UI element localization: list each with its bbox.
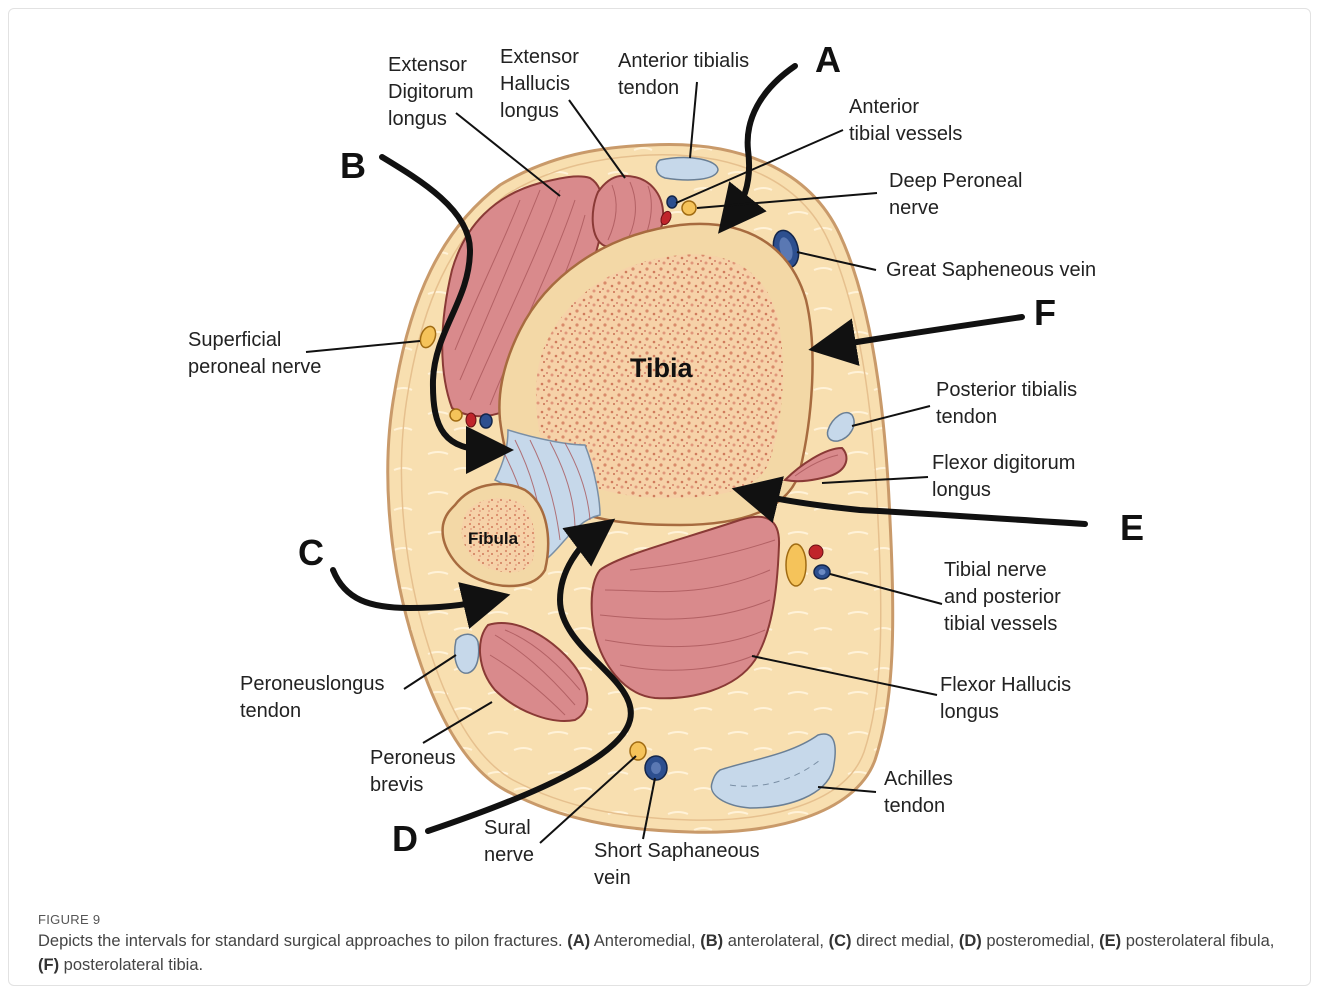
label-posterior-tibialis: Posterior tibialis tendon [936, 379, 1083, 428]
sural-nerve-shape [630, 742, 646, 760]
anterolateral-artery-small [466, 413, 476, 427]
posterior-tibial-vein-lumen [819, 569, 826, 575]
label-peroneus-brevis: Peroneus brevis [370, 747, 461, 796]
figure-number: FIGURE 9 [38, 912, 100, 927]
approach-letter-f: F [1034, 292, 1056, 333]
approach-letter-b: B [340, 145, 366, 186]
caption-text-e: posterolateral fibula, [1126, 932, 1275, 950]
label-flexor-hallucis: Flexor Hallucis longus [940, 674, 1077, 723]
anterior-tibialis-tendon-shape [656, 158, 718, 180]
anterior-tibial-vein-shape [667, 196, 677, 208]
label-sural: Sural nerve [484, 817, 536, 866]
short-saphenous-lumen [651, 762, 661, 774]
approach-letter-a: A [815, 39, 841, 80]
caption-text-f: posterolateral tibia. [64, 956, 203, 974]
caption-text-a: Anteromedial, [594, 932, 696, 950]
caption-text-b: anterolateral, [728, 932, 824, 950]
caption-tag-a: (A) [567, 932, 590, 950]
label-extensor-hallucis: Extensor Hallucis longus [500, 46, 585, 122]
label-tibial-nerve: Tibial nerve and posterior tibial vessel… [944, 559, 1066, 635]
posterior-tibial-artery-shape [809, 545, 823, 559]
label-anterior-tibialis: Anterior tibialis tendon [618, 50, 755, 99]
caption-tag-b: (B) [700, 932, 723, 950]
label-peroneus-longus: Peroneuslongus tendon [240, 673, 390, 722]
label-deep-peroneal: Deep Peroneal nerve [889, 170, 1028, 219]
label-extensor-digitorum: Extensor Digitorum longus [388, 54, 479, 130]
caption-tag-f: (F) [38, 956, 59, 974]
caption-tag-d: (D) [959, 932, 982, 950]
approach-letter-e: E [1120, 507, 1144, 548]
anterolateral-nerve-small [450, 409, 462, 421]
approach-letter-c: C [298, 532, 324, 573]
anterolateral-vein-small [480, 414, 492, 428]
caption-text-d: posteromedial, [986, 932, 1094, 950]
label-superficial-peroneal: Superficial peroneal nerve [188, 329, 321, 378]
caption-tag-c: (C) [829, 932, 852, 950]
approach-letter-d: D [392, 818, 418, 859]
label-short-saphenous: Short Saphaneous vein [594, 840, 765, 889]
cross-section-diagram: A B C D E F Tibia Fibula Extensor Digito… [0, 0, 1319, 900]
fibula-label: Fibula [468, 529, 519, 548]
peroneus-longus-tendon-shape [455, 634, 479, 673]
label-anterior-tibial-vessels: Anterior tibial vessels [849, 96, 962, 145]
deep-peroneal-nerve-shape [682, 201, 696, 215]
label-flexor-digitorum: Flexor digitorum longus [932, 452, 1081, 501]
caption-text-c: direct medial, [856, 932, 954, 950]
figure-caption: Depicts the intervals for standard surgi… [38, 929, 1288, 977]
label-achilles: Achilles tendon [884, 768, 958, 817]
label-great-saphenous: Great Sapheneous vein [886, 259, 1096, 281]
caption-intro: Depicts the intervals for standard surgi… [38, 932, 563, 950]
tibial-nerve-shape [786, 544, 806, 586]
caption-tag-e: (E) [1099, 932, 1121, 950]
tibia-label: Tibia [630, 353, 694, 383]
